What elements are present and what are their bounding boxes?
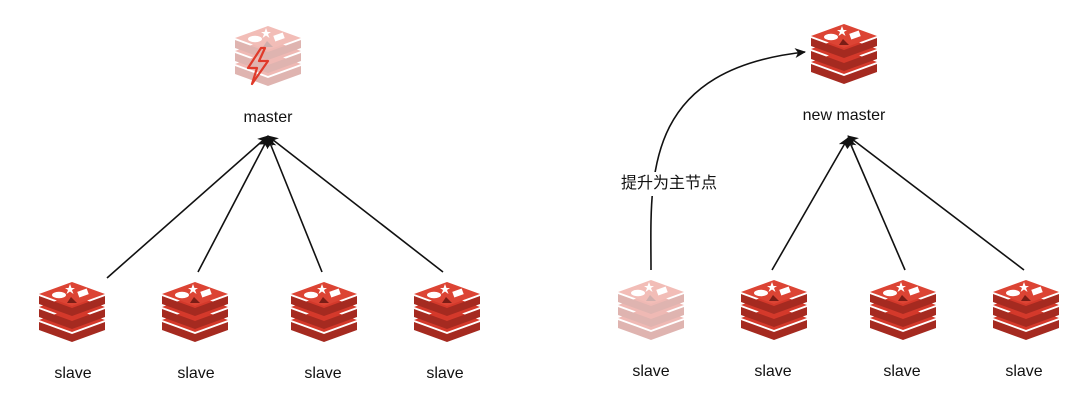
edge-promotion-curve xyxy=(650,48,806,271)
redis-icon xyxy=(158,280,232,346)
slave-label: slave xyxy=(632,363,670,380)
slave-label: slave xyxy=(883,363,921,380)
redis-icon xyxy=(614,278,688,344)
slave-label: slave xyxy=(177,365,215,382)
redis-icon xyxy=(866,278,940,344)
redis-icon xyxy=(231,24,305,90)
redis-icon xyxy=(410,280,484,346)
slave-label: slave xyxy=(754,363,792,380)
redis-icon xyxy=(737,278,811,344)
master-label: master xyxy=(243,109,293,126)
redis-icon xyxy=(989,278,1063,344)
redis-icon xyxy=(807,22,881,88)
slave-label: slave xyxy=(1005,363,1043,380)
edge-left-slave3-master xyxy=(267,137,323,273)
edge-right-slave2-master xyxy=(771,137,849,271)
edge-right-slave4-master xyxy=(847,135,1025,271)
edge-left-slave4-master xyxy=(267,135,444,273)
edge-left-slave1-master xyxy=(106,135,269,279)
redis-icon xyxy=(35,280,109,346)
new-master-label: new master xyxy=(802,107,886,124)
redis-icon xyxy=(287,280,361,346)
edge-right-slave3-master xyxy=(847,137,906,271)
slave-label: slave xyxy=(54,365,92,382)
edge-left-slave2-master xyxy=(197,137,269,273)
slave-label: slave xyxy=(426,365,464,382)
promotion-label: 提升为主节点 xyxy=(620,172,718,196)
slave-label: slave xyxy=(304,365,342,382)
lightning-icon xyxy=(246,46,270,86)
